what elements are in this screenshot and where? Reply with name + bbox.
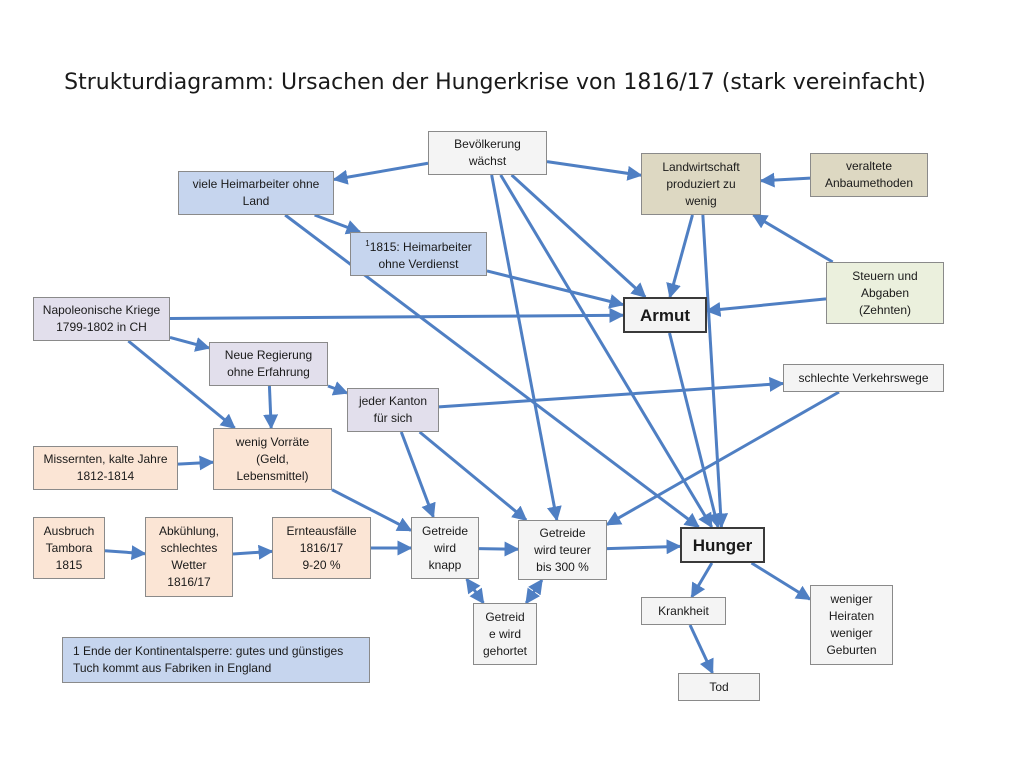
node-jeder-kanton: jeder Kanton für sich xyxy=(347,388,439,432)
arrow-heimarbeiter-to-hunger xyxy=(284,213,700,529)
arrow-teurer-to-hunger xyxy=(606,539,682,555)
footnote-box: 1 Ende der Kontinentalsperre: gutes und … xyxy=(62,637,370,683)
diagram-title: Strukturdiagramm: Ursachen der Hungerkri… xyxy=(64,70,926,95)
arrow-bevoelkerung-to-hunger xyxy=(499,174,713,529)
node-wenig-vorraete: wenig Vorräte (Geld, Lebensmittel) xyxy=(213,428,332,490)
arrow-kanton-to-teurer xyxy=(418,430,528,522)
arrow-kanton-to-verkehrswege xyxy=(438,376,785,409)
arrow-teurer-to-gehortet xyxy=(524,578,544,605)
node-getreide-teurer: Getreide wird teurer bis 300 % xyxy=(518,520,607,580)
arrow-verkehrswege-to-teurer xyxy=(605,390,840,526)
node-armut: Armut xyxy=(623,297,707,333)
node-weniger-heiraten: weniger Heiraten weniger Geburten xyxy=(810,585,893,665)
arrow-bevoelkerung-to-teurer xyxy=(490,174,562,522)
arrow-anbaumethoden-to-landwirtschaft xyxy=(759,172,811,188)
arrow-regierung-to-vorraete xyxy=(263,385,279,430)
arrow-vorraete-to-knapp xyxy=(331,488,413,532)
node-anbaumethoden: veraltete Anbaumethoden xyxy=(810,153,928,197)
node-krankheit: Krankheit xyxy=(641,597,726,625)
arrow-bevoelkerung-to-armut xyxy=(510,173,647,299)
node-heimarbeiter-ohne-verdienst: 11815: Heimarbeiter ohne Verdienst xyxy=(350,232,487,276)
arrow-tambora-to-abkuehlung xyxy=(104,545,147,561)
arrow-heimarbeiter-to-verdienst xyxy=(314,213,362,235)
arrow-hunger-to-heiraten xyxy=(750,561,812,601)
node-landwirtschaft: Landwirtschaft produziert zu wenig xyxy=(641,153,761,215)
arrow-knapp-to-teurer xyxy=(478,541,520,557)
arrow-napoleon-to-regierung xyxy=(169,336,211,352)
node-ausbruch-tambora: Ausbruch Tambora 1815 xyxy=(33,517,105,579)
arrow-knapp-to-gehortet xyxy=(465,577,485,605)
arrow-landwirtschaft-to-armut xyxy=(666,214,694,299)
node-heimarbeiter-ohne-land: viele Heimarbeiter ohne Land xyxy=(178,171,334,215)
arrow-krankheit-to-tod xyxy=(688,624,714,675)
node-verkehrswege: schlechte Verkehrswege xyxy=(783,364,944,392)
node-neue-regierung: Neue Regierung ohne Erfahrung xyxy=(209,342,328,386)
arrow-hunger-to-krankheit xyxy=(690,562,714,599)
arrow-steuern-to-armut xyxy=(705,297,827,317)
arrow-landwirtschaft-to-hunger xyxy=(701,214,729,529)
node-getreide-knapp: Getreide wird knapp xyxy=(411,517,479,579)
node-bevoelkerung: Bevölkerung wächst xyxy=(428,131,547,175)
arrow-regierung-to-kanton xyxy=(327,381,349,396)
node-getreide-gehortet: Getreid e wird gehortet xyxy=(473,603,537,665)
arrow-napoleon-to-armut xyxy=(169,307,625,323)
node-verdienst-label: 1815: Heimarbeiter ohne Verdienst xyxy=(369,240,472,271)
node-napoleonische-kriege: Napoleonische Kriege 1799-1802 in CH xyxy=(33,297,170,341)
node-tod: Tod xyxy=(678,673,760,701)
arrow-missernten-to-vorraete xyxy=(177,455,215,471)
node-abkuehlung: Abkühlung, schlechtes Wetter 1816/17 xyxy=(145,517,233,597)
arrow-napoleon-to-vorraete xyxy=(127,339,236,430)
arrow-verdienst-to-armut xyxy=(486,269,625,309)
arrow-kanton-to-knapp xyxy=(399,431,436,519)
node-ernteausfaelle: Ernteausfälle 1816/17 9-20 % xyxy=(272,517,371,579)
arrow-armut-to-hunger xyxy=(668,332,723,529)
node-hunger: Hunger xyxy=(680,527,765,563)
footnote-marker: 1 xyxy=(365,239,370,248)
arrow-bevoelkerung-to-heimarbeiter xyxy=(332,161,429,185)
arrow-steuern-to-landwirtschaft xyxy=(752,213,834,264)
node-steuern-abgaben: Steuern und Abgaben (Zehnten) xyxy=(826,262,944,324)
node-missernten: Missernten, kalte Jahre 1812-1814 xyxy=(33,446,178,490)
arrow-bevoelkerung-to-landwirtschaft xyxy=(546,160,643,181)
arrow-abkuehlung-to-ernteausfaelle xyxy=(232,544,274,560)
